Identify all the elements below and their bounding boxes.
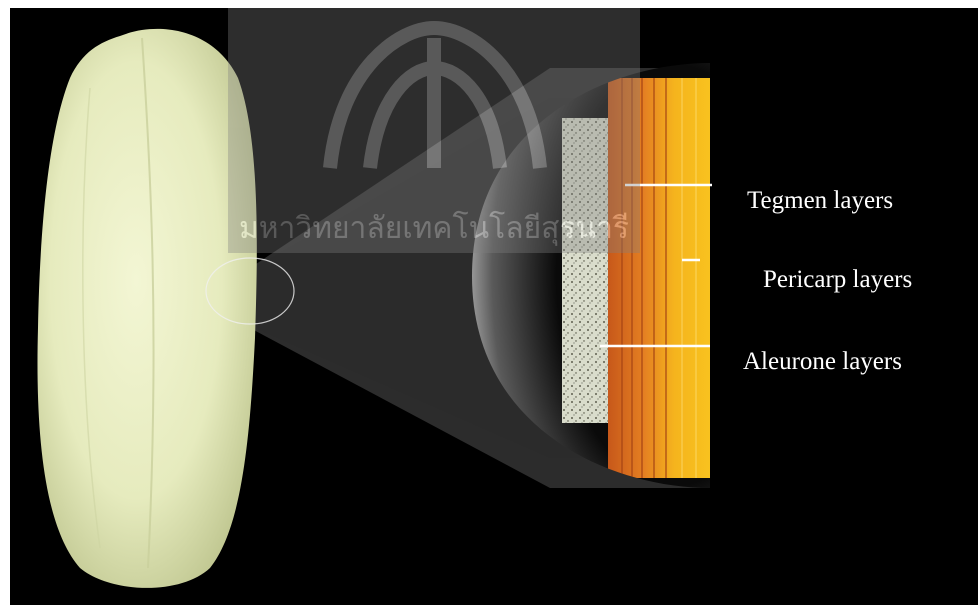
- svg-text:มหาวิทยาลัยเทคโนโลยีสุรนารี: มหาวิทยาลัยเทคโนโลยีสุรนารี: [239, 210, 629, 247]
- rice-grain-photo: มหาวิทยาลัยเทคโนโลยีสุรนารี Tegmen layer…: [10, 8, 978, 605]
- aleurone-layers-label: Aleurone layers: [743, 349, 902, 374]
- rice-grain-illustration: มหาวิทยาลัยเทคโนโลยีสุรนารี: [10, 8, 978, 605]
- university-watermark: มหาวิทยาลัยเทคโนโลยีสุรนารี: [228, 8, 640, 253]
- pericarp-layers-label: Pericarp layers: [763, 267, 912, 292]
- tegmen-layers-label: Tegmen layers: [747, 188, 893, 213]
